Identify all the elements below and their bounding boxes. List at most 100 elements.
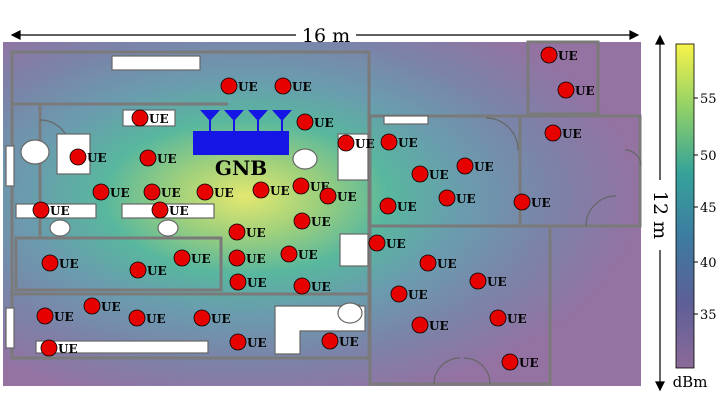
- ue-label: UE: [191, 252, 211, 266]
- ue-marker: UE: [220, 77, 258, 95]
- ue-label: UE: [397, 200, 417, 214]
- ue-marker: UE: [438, 189, 476, 207]
- ue-label: UE: [437, 257, 457, 271]
- ue-marker: UE: [36, 307, 74, 325]
- ue-label: UE: [474, 160, 494, 174]
- ue-marker: UE: [40, 339, 78, 357]
- ue-label: UE: [519, 356, 539, 370]
- ue-marker: UE: [193, 309, 231, 327]
- ue-dot: [280, 245, 298, 263]
- ue-dot: [173, 249, 191, 267]
- ue-marker: UE: [128, 309, 166, 327]
- ue-dot: [469, 272, 487, 290]
- ue-label: UE: [398, 136, 418, 150]
- ue-marker: UE: [228, 249, 266, 267]
- ue-label: UE: [314, 116, 334, 130]
- ue-dot: [36, 307, 54, 325]
- ue-label: UE: [531, 196, 551, 210]
- ue-marker: UE: [252, 181, 290, 199]
- ue-label: UE: [270, 184, 290, 198]
- ue-dot: [274, 77, 292, 95]
- ue-dot: [196, 183, 214, 201]
- width-label: 16 m: [302, 25, 350, 47]
- ue-marker: UE: [296, 113, 334, 131]
- ue-dot: [513, 193, 531, 211]
- ue-marker: UE: [151, 201, 189, 219]
- ue-dot: [228, 223, 246, 241]
- ue-label: UE: [247, 336, 267, 350]
- ue-marker: UE: [411, 316, 449, 334]
- ue-dot: [92, 183, 110, 201]
- ue-label: UE: [339, 335, 359, 349]
- ue-marker: UE: [92, 183, 130, 201]
- ue-dot: [143, 183, 161, 201]
- ue-label: UE: [246, 226, 266, 240]
- ue-label: UE: [292, 80, 312, 94]
- ue-label: UE: [54, 310, 74, 324]
- ue-dot: [321, 332, 339, 350]
- ue-dot: [293, 277, 311, 295]
- ue-dot: [252, 181, 270, 199]
- ue-marker: UE: [173, 249, 211, 267]
- ue-marker: UE: [489, 309, 527, 327]
- ue-marker: UE: [411, 165, 449, 183]
- colorbar-tick-label: 45: [700, 201, 717, 216]
- ue-marker: UE: [139, 149, 177, 167]
- ue-label: UE: [386, 237, 406, 251]
- ue-marker: UE: [229, 333, 267, 351]
- ue-marker: UE: [293, 277, 331, 295]
- ue-label: UE: [59, 257, 79, 271]
- ue-label: UE: [337, 190, 357, 204]
- antenna-icon: [248, 110, 268, 121]
- ue-dot: [337, 134, 355, 152]
- ue-label: UE: [247, 276, 267, 290]
- ue-marker: UE: [419, 254, 457, 272]
- ue-label: UE: [161, 186, 181, 200]
- ue-dot: [419, 254, 437, 272]
- walls: [10, 40, 642, 386]
- ue-marker: UE: [143, 183, 181, 201]
- ue-label: UE: [149, 112, 169, 126]
- ue-label: UE: [238, 80, 258, 94]
- ue-dot: [296, 113, 314, 131]
- ue-label: UE: [87, 151, 107, 165]
- ue-dot: [139, 149, 157, 167]
- ue-label: UE: [487, 275, 507, 289]
- ue-label: UE: [408, 288, 428, 302]
- ue-label: UE: [311, 280, 331, 294]
- ue-label: UE: [214, 186, 234, 200]
- ue-marker: UE: [368, 234, 406, 252]
- ue-dot: [229, 273, 247, 291]
- ue-label: UE: [562, 127, 582, 141]
- antenna-icon: [224, 110, 244, 121]
- ue-dot: [390, 285, 408, 303]
- ue-dot: [69, 148, 87, 166]
- ue-dot: [229, 333, 247, 351]
- ue-marker: UE: [540, 46, 578, 64]
- ue-marker: UE: [321, 332, 359, 350]
- ue-label: UE: [110, 186, 130, 200]
- ue-label: UE: [298, 248, 318, 262]
- ue-dot: [379, 197, 397, 215]
- ue-label: UE: [575, 84, 595, 98]
- ue-dot: [40, 339, 58, 357]
- ue-marker: UE: [469, 272, 507, 290]
- ue-label: UE: [456, 192, 476, 206]
- ue-dot: [557, 81, 575, 99]
- ue-markers: UE UE UE UE UE UE UE UE UE UE UE UE UE UE UE UE UE UE UE UE…: [32, 46, 595, 371]
- gnb-label: GNB: [215, 156, 267, 180]
- ue-dot: [411, 165, 429, 183]
- gnb-antenna-array: GNB: [193, 110, 292, 180]
- ue-dot: [41, 254, 59, 272]
- width-dimension: [10, 30, 640, 40]
- ue-label: UE: [101, 300, 121, 314]
- ue-marker: UE: [513, 193, 551, 211]
- ue-marker: UE: [501, 353, 539, 371]
- antenna-icon: [272, 110, 292, 121]
- ue-label: UE: [558, 49, 578, 63]
- ue-marker: UE: [69, 148, 107, 166]
- heatmap: [3, 42, 641, 386]
- ue-dot: [131, 109, 149, 127]
- ue-label: UE: [311, 215, 331, 229]
